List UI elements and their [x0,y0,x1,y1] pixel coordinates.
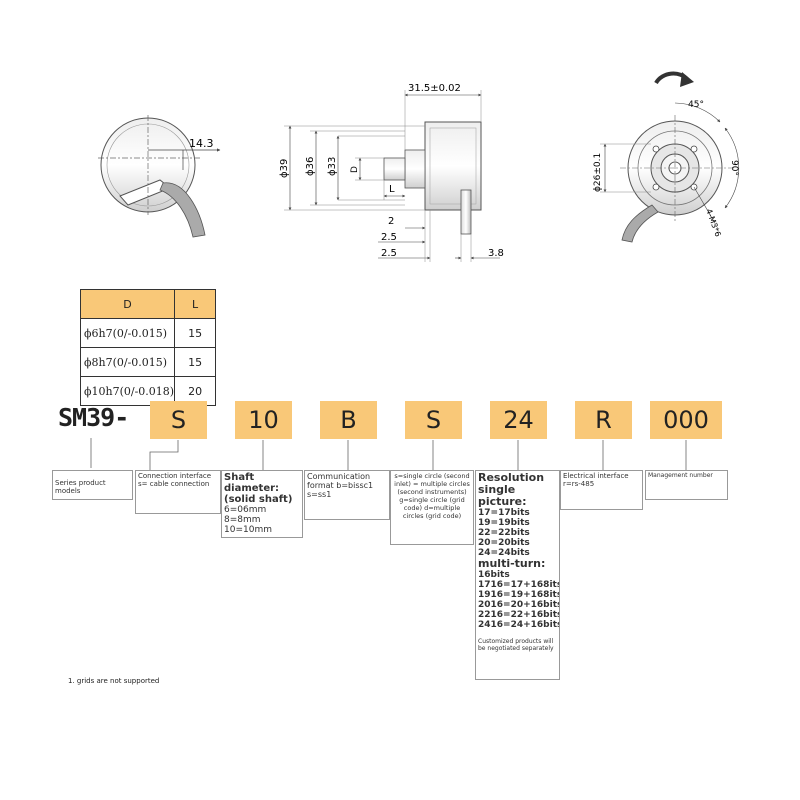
desc-communication: Communication format b=bissc1 s=ss1 [304,470,390,520]
dim-33: ϕ33 [327,157,338,176]
desc-shaft-values: 6=06mm 8=8mm 10=10mm [224,505,272,535]
dim-2-5-b: 2.5 [381,248,397,259]
code-management: 000 [650,401,722,439]
table-cell-l: 15 [174,347,217,377]
code-electrical: R [575,401,632,439]
dim-31-5: 31.5±0.02 [408,83,461,94]
connector-lines [90,438,687,470]
dim-L: L [389,184,395,195]
model-prefix: SM39- [58,403,129,432]
desc-customized: Customized products will be negotiated s… [478,638,554,652]
desc-resolution-value: 24=24bits [478,548,530,558]
desc-multiturn-title: multi-turn: [478,557,546,570]
front-view-right: 45° 90° ϕ26±0.1 4-M3*6 [593,71,739,243]
table-row: ϕ8h7(0/-0.015) 15 [79,347,217,377]
dim-90: 90° [729,160,739,176]
dimension-table: D L ϕ6h7(0/-0.015) 15 ϕ8h7(0/-0.015) 15 … [79,289,217,406]
table-header-l: L [174,289,217,319]
desc-multiturn-value: 2416=24+16bits [478,620,560,630]
table-row: ϕ6h7(0/-0.015) 15 [79,318,217,348]
desc-multiturn-value: 2216=22+16bits [478,610,560,620]
table-header-row: D L [79,289,217,319]
desc-shaft: Shaft diameter: (solid shaft) 6=06mm 8=8… [221,470,303,538]
desc-resolution: Resolution single picture: 17=17bits 19=… [475,470,560,680]
code-communication: B [320,401,377,439]
desc-connection: Connection interface s= cable connection [135,470,221,514]
code-circle: S [405,401,462,439]
desc-management: Management number [645,470,728,500]
dim-36: ϕ36 [305,157,316,176]
desc-resolution-value: 20=20bits [478,538,530,548]
desc-electrical: Electrical interface r=rs-485 [560,470,643,510]
code-shaft: 10 [235,401,292,439]
table-cell-d: ϕ8h7(0/-0.015) [79,347,176,377]
dim-45: 45° [688,100,704,110]
code-resolution: 24 [490,401,547,439]
desc-communication-title: Communication format b=bissc1 [307,472,374,490]
desc-shaft-sub: (solid shaft) [224,494,293,505]
table-cell-l: 15 [174,318,217,348]
desc-resolution-value: 17=17bits [478,508,530,518]
technical-drawing: 14.3 31.5±0.02 ϕ39 [98,71,739,262]
dim-2-5-a: 2.5 [381,232,397,243]
desc-shaft-title: Shaft diameter: [224,472,280,494]
desc-multiturn-value: 1716=17+168its [478,580,560,590]
footnote: 1. grids are not supported [68,677,160,685]
desc-resolution-title: Resolution single picture: [478,471,545,508]
side-view-middle: 31.5±0.02 ϕ39 ϕ36 ϕ33 D L 2 2.5 2.5 3.8 [279,83,504,262]
dim-m3: 4-M3*6 [704,208,722,238]
dim-39: ϕ39 [279,159,290,178]
dim-26: ϕ26±0.1 [593,153,603,192]
desc-multiturn-value: 2016=20+16bits [478,600,560,610]
dim-D: D [350,166,360,173]
table-cell-d: ϕ6h7(0/-0.015) [79,318,176,348]
table-header-d: D [79,289,176,319]
dim-2: 2 [388,216,394,227]
desc-resolution-value: 22=22bits [478,528,530,538]
code-connection: S [150,401,207,439]
desc-circle: s=single circle (second inlet) = multipl… [390,470,474,545]
desc-series: Series product models [52,470,133,500]
desc-multiturn-value: 1916=19+168its [478,590,560,600]
desc-multiturn-value: 16bits [478,570,510,580]
side-view-left: 14.3 [98,115,221,238]
dim-14-3: 14.3 [189,137,214,150]
dim-3-8: 3.8 [488,248,504,259]
desc-resolution-value: 19=19bits [478,518,530,528]
desc-communication-sub: s=ss1 [307,490,332,499]
